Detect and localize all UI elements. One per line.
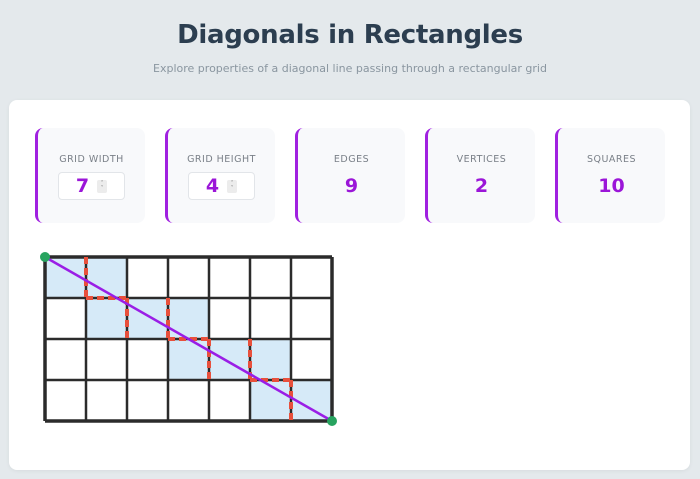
grid-height-stepper[interactable]: 4 ˄ ˅	[188, 172, 255, 200]
edges-value: 9	[344, 175, 359, 197]
main-panel: GRID WIDTH 7 ˄ ˅ GRID HEIGHT 4 ˄ ˅ EDGES…	[9, 100, 690, 470]
highlighted-cell	[86, 298, 127, 339]
edges-label: EDGES	[333, 154, 370, 165]
grid-height-card: GRID HEIGHT 4 ˄ ˅	[165, 128, 275, 223]
diagonal	[44, 255, 333, 423]
squares-card: SQUARES 10	[555, 128, 665, 223]
chevron-down-icon[interactable]: ˅	[100, 185, 104, 192]
vertices-card: VERTICES 2	[425, 128, 535, 223]
spinner-arrows-icon[interactable]: ˄ ˅	[227, 179, 238, 193]
grid-height-label: GRID HEIGHT	[187, 154, 256, 165]
grid-height-value[interactable]: 4	[205, 175, 220, 197]
grid-lines	[43, 255, 334, 423]
grid-width-label: GRID WIDTH	[59, 154, 124, 165]
end-point-icon	[327, 416, 337, 426]
page-title: Diagonals in Rectangles	[177, 20, 523, 50]
highlighted-cell	[250, 339, 291, 380]
highlighted-cell	[209, 339, 250, 380]
grid-width-value[interactable]: 7	[75, 175, 90, 197]
page-header: Diagonals in Rectangles Explore properti…	[0, 0, 700, 100]
highlighted-cell	[127, 298, 168, 339]
squares-value: 10	[598, 175, 625, 197]
highlighted-cell	[168, 298, 209, 339]
start-point-icon	[40, 252, 50, 262]
squares-label: SQUARES	[586, 154, 637, 165]
diagonal-grid-canvas	[40, 252, 337, 426]
chevron-down-icon[interactable]: ˅	[230, 185, 234, 192]
chevron-up-icon[interactable]: ˄	[230, 180, 234, 187]
edges-card: EDGES 9	[295, 128, 405, 223]
grid-width-card: GRID WIDTH 7 ˄ ˅	[35, 128, 145, 223]
grid-width-stepper[interactable]: 7 ˄ ˅	[58, 172, 125, 200]
vertices-value: 2	[474, 175, 489, 197]
spinner-arrows-icon[interactable]: ˄ ˅	[97, 179, 108, 193]
chevron-up-icon[interactable]: ˄	[100, 180, 104, 187]
stats-row: GRID WIDTH 7 ˄ ˅ GRID HEIGHT 4 ˄ ˅ EDGES…	[35, 128, 665, 223]
highlighted-cell	[168, 339, 209, 380]
page-subtitle: Explore properties of a diagonal line pa…	[153, 62, 547, 75]
vertices-label: VERTICES	[456, 154, 507, 165]
diagonal-line	[40, 252, 337, 426]
